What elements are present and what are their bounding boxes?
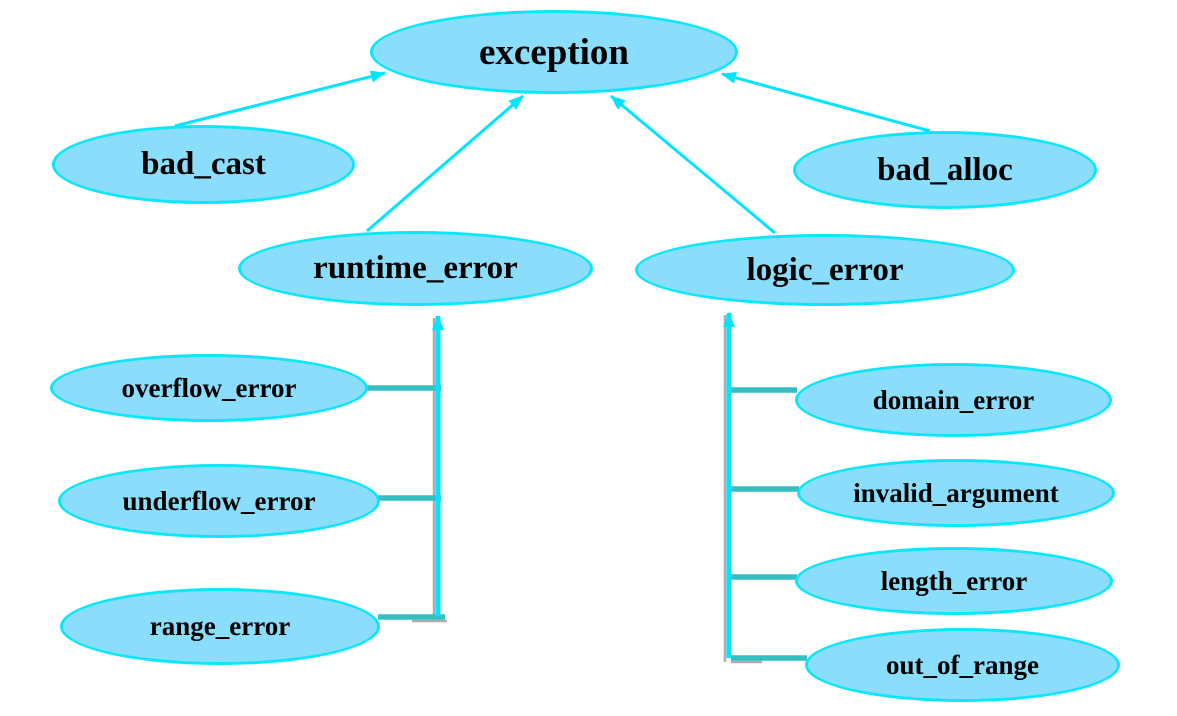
node-label: underflow_error	[122, 485, 316, 516]
arrow-bad-alloc-to-exception	[721, 71, 931, 133]
node-label: bad_alloc	[877, 151, 1013, 188]
node-exception: exception	[370, 10, 738, 94]
node-label: logic_error	[746, 251, 904, 288]
node-label: range_error	[149, 611, 291, 641]
node-length-error: length_error	[795, 547, 1113, 615]
arrow-logic-error-to-exception	[610, 94, 776, 235]
node-label: invalid_argument	[853, 477, 1059, 508]
node-out-of-range: out_of_range	[805, 628, 1120, 702]
node-underflow-error: underflow_error	[58, 464, 380, 538]
node-label: runtime_error	[313, 250, 518, 286]
node-label: out_of_range	[886, 649, 1039, 680]
node-label: length_error	[880, 565, 1028, 596]
node-bad-cast: bad_cast	[52, 125, 355, 204]
node-bad-alloc: bad_alloc	[793, 131, 1097, 209]
node-label: domain_error	[872, 384, 1035, 415]
node-range-error: range_error	[60, 588, 380, 665]
arrow-bad-cast-to-exception	[174, 70, 386, 128]
node-label: overflow_error	[121, 372, 297, 403]
node-invalid-argument: invalid_argument	[797, 459, 1115, 527]
arrow-runtime-error-to-exception	[366, 94, 524, 233]
node-label: bad_cast	[141, 146, 266, 182]
node-logic-error: logic_error	[635, 234, 1015, 306]
node-runtime-error: runtime_error	[238, 231, 593, 306]
node-label: exception	[478, 31, 630, 73]
node-overflow-error: overflow_error	[50, 354, 368, 422]
node-domain-error: domain_error	[795, 363, 1112, 437]
